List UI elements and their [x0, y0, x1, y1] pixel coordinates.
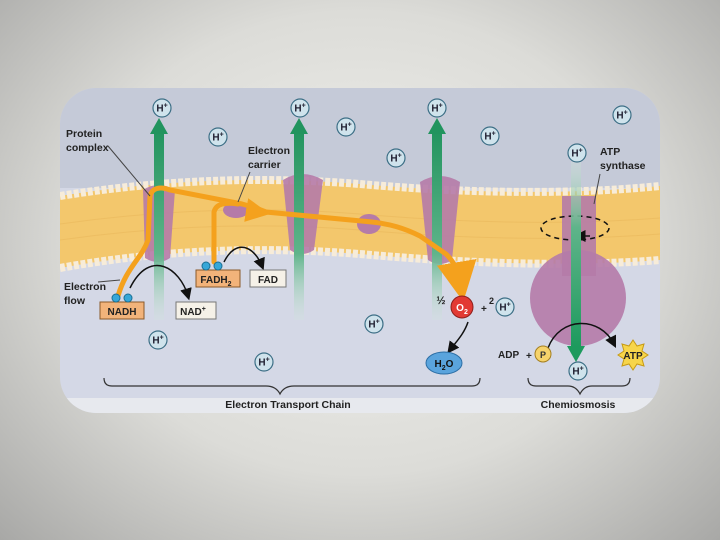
- etc-label: Electron Transport Chain: [225, 399, 350, 411]
- hydrogen-ion: H+: [153, 99, 171, 117]
- hydrogen-ion: H+: [568, 144, 586, 162]
- water-molecule: H2O: [426, 352, 462, 374]
- hydrogen-ion: H+: [291, 99, 309, 117]
- fad-box: FAD: [250, 270, 286, 287]
- hydrogen-ion: H+: [209, 128, 227, 146]
- svg-text:½: ½: [436, 295, 445, 307]
- svg-text:ATP: ATP: [623, 351, 643, 362]
- hydrogen-ion: H+: [428, 99, 446, 117]
- hydrogen-ion: H+: [365, 315, 383, 333]
- atp-burst: ATP: [618, 340, 648, 370]
- svg-text:ADP: ADP: [498, 350, 519, 361]
- hydrogen-ion: H+: [496, 298, 514, 316]
- hydrogen-ion: H+: [149, 331, 167, 349]
- hydrogen-ion: H+: [569, 362, 587, 380]
- hydrogen-ion: H+: [255, 353, 273, 371]
- svg-text:P: P: [540, 350, 546, 360]
- hydrogen-ion: H+: [387, 149, 405, 167]
- svg-text:2: 2: [489, 296, 494, 306]
- svg-text:+: +: [481, 304, 487, 315]
- svg-text:NADH: NADH: [108, 307, 137, 318]
- hydrogen-ion: H+: [337, 118, 355, 136]
- nad-box: NAD+: [176, 302, 216, 319]
- svg-text:FAD: FAD: [258, 275, 278, 286]
- hydrogen-ion: H+: [481, 127, 499, 145]
- hydrogen-ion: H+: [613, 106, 631, 124]
- chemiosmosis-label: Chemiosmosis: [541, 399, 616, 411]
- svg-text:+: +: [526, 351, 532, 362]
